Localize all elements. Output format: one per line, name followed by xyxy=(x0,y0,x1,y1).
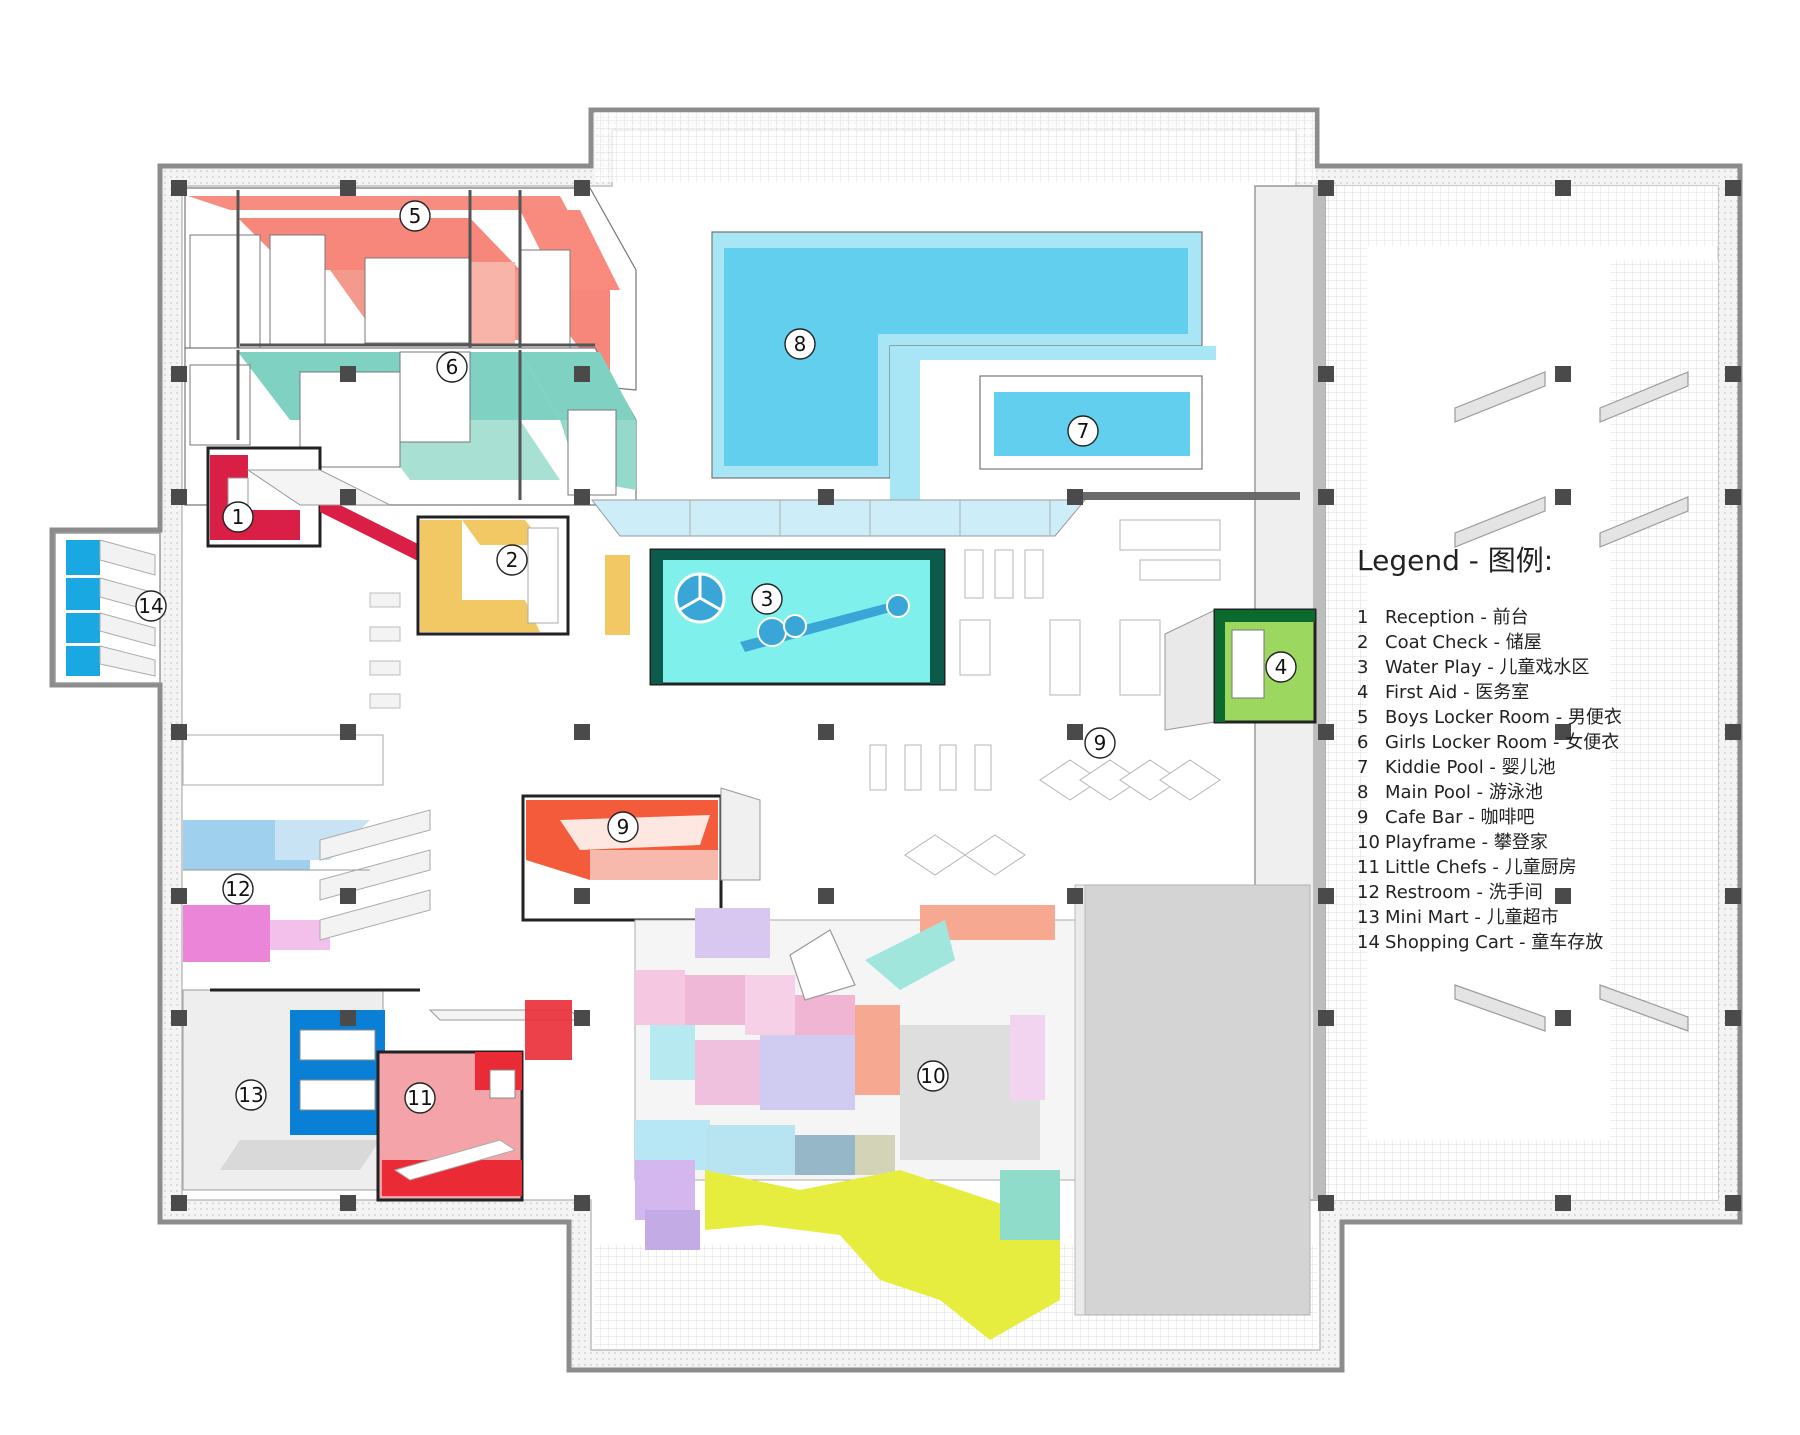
legend-item-8: 8 Main Pool - 游泳池 xyxy=(1357,782,1543,803)
area-marker-3: 3 xyxy=(751,583,783,615)
area-marker-7-label: 7 xyxy=(1077,419,1090,443)
svg-text:Restroom - 洗手间: Restroom - 洗手间 xyxy=(1385,882,1543,903)
area-marker-9-seating-label: 9 xyxy=(1094,731,1107,755)
area-marker-10: 10 xyxy=(917,1060,949,1092)
svg-text:8: 8 xyxy=(1357,782,1368,803)
area-marker-12-label: 12 xyxy=(225,877,250,901)
legend-title: Legend - 图例: xyxy=(1357,544,1553,577)
area-marker-9-cafe-label: 9 xyxy=(617,815,630,839)
area-marker-1: 1 xyxy=(222,501,254,533)
area-marker-8: 8 xyxy=(784,328,816,360)
legend-item-2: 2 Coat Check - 储屋 xyxy=(1357,632,1542,653)
area-marker-6-label: 6 xyxy=(446,355,459,379)
svg-text:Girls Locker Room - 女便衣: Girls Locker Room - 女便衣 xyxy=(1385,732,1619,753)
area-marker-8-label: 8 xyxy=(794,332,807,356)
svg-text:Water Play - 儿童戏水区: Water Play - 儿童戏水区 xyxy=(1385,657,1589,678)
legend-item-9: 9 Cafe Bar - 咖啡吧 xyxy=(1357,807,1534,828)
area-marker-4-label: 4 xyxy=(1275,655,1288,679)
svg-text:Boys Locker Room - 男便衣: Boys Locker Room - 男便衣 xyxy=(1385,707,1622,728)
first-aid-area xyxy=(1164,608,1317,731)
area-marker-4: 4 xyxy=(1265,651,1297,683)
area-marker-9-cafe: 9 xyxy=(607,811,639,843)
corridor-furniture xyxy=(369,592,401,709)
coat-check-area xyxy=(416,515,630,636)
legend-item-5: 5 Boys Locker Room - 男便衣 xyxy=(1357,707,1622,728)
svg-text:1: 1 xyxy=(1357,607,1368,628)
area-marker-5: 5 xyxy=(399,200,431,232)
legend-item-7: 7 Kiddie Pool - 婴儿池 xyxy=(1357,757,1556,778)
area-marker-3-label: 3 xyxy=(761,587,774,611)
little-chefs-area xyxy=(376,1000,582,1202)
grey-block xyxy=(1084,884,1311,1316)
legend: Legend - 图例: 1 Reception - 前台 2 Coat Check… xyxy=(1357,544,1622,953)
legend-item-1: 1 Reception - 前台 xyxy=(1357,607,1529,628)
svg-text:Shopping Cart - 童车存放: Shopping Cart - 童车存放 xyxy=(1385,932,1603,953)
svg-text:Reception - 前台: Reception - 前台 xyxy=(1385,607,1529,628)
area-marker-12: 12 xyxy=(222,873,254,905)
legend-item-6: 6 Girls Locker Room - 女便衣 xyxy=(1357,732,1619,753)
svg-text:Little Chefs - 儿童厨房: Little Chefs - 儿童厨房 xyxy=(1385,857,1577,878)
svg-text:2: 2 xyxy=(1357,632,1368,653)
area-marker-11-label: 11 xyxy=(407,1086,432,1110)
area-marker-1-label: 1 xyxy=(232,505,245,529)
boys-locker-room xyxy=(184,187,637,391)
right-wing-beams xyxy=(1454,371,1689,1032)
svg-text:Coat Check - 储屋: Coat Check - 储屋 xyxy=(1385,632,1542,653)
area-marker-11: 11 xyxy=(404,1082,436,1114)
playframe-area xyxy=(634,905,1096,1340)
svg-text:9: 9 xyxy=(1357,807,1368,828)
svg-text:3: 3 xyxy=(1357,657,1368,678)
svg-text:10: 10 xyxy=(1357,832,1380,853)
area-marker-2-label: 2 xyxy=(506,548,519,572)
area-marker-5-label: 5 xyxy=(409,204,422,228)
restroom-area xyxy=(182,734,431,962)
cafe-bar-area xyxy=(521,787,761,922)
svg-text:4: 4 xyxy=(1357,682,1368,703)
svg-text:Playframe - 攀登家: Playframe - 攀登家 xyxy=(1385,832,1548,853)
area-marker-14: 14 xyxy=(135,590,167,622)
legend-item-4: 4 First Aid - 医务室 xyxy=(1357,682,1529,703)
area-marker-10-label: 10 xyxy=(920,1064,945,1088)
pool-area xyxy=(590,231,1300,537)
svg-text:11: 11 xyxy=(1357,857,1380,878)
svg-text:Cafe Bar - 咖啡吧: Cafe Bar - 咖啡吧 xyxy=(1385,807,1534,828)
area-marker-14-label: 14 xyxy=(138,594,163,618)
svg-text:Mini Mart - 儿童超市: Mini Mart - 儿童超市 xyxy=(1385,907,1559,928)
structural-columns xyxy=(171,180,1741,1211)
svg-text:Kiddie Pool - 婴儿池: Kiddie Pool - 婴儿池 xyxy=(1385,757,1556,778)
svg-text:Main Pool - 游泳池: Main Pool - 游泳池 xyxy=(1385,782,1543,803)
area-marker-2: 2 xyxy=(496,544,528,576)
svg-text:5: 5 xyxy=(1357,707,1368,728)
area-marker-6: 6 xyxy=(436,351,468,383)
water-play-area xyxy=(649,548,946,686)
svg-text:First Aid - 医务室: First Aid - 医务室 xyxy=(1385,682,1529,703)
svg-text:12: 12 xyxy=(1357,882,1380,903)
svg-text:6: 6 xyxy=(1357,732,1368,753)
area-marker-13-label: 13 xyxy=(238,1083,263,1107)
area-marker-7: 7 xyxy=(1067,415,1099,447)
svg-text:13: 13 xyxy=(1357,907,1380,928)
svg-text:14: 14 xyxy=(1357,932,1380,953)
area-marker-13: 13 xyxy=(235,1079,267,1111)
legend-item-3: 3 Water Play - 儿童戏水区 xyxy=(1357,657,1589,678)
svg-text:7: 7 xyxy=(1357,757,1368,778)
area-marker-9-seating: 9 xyxy=(1084,727,1116,759)
cafe-seating xyxy=(869,519,1221,876)
